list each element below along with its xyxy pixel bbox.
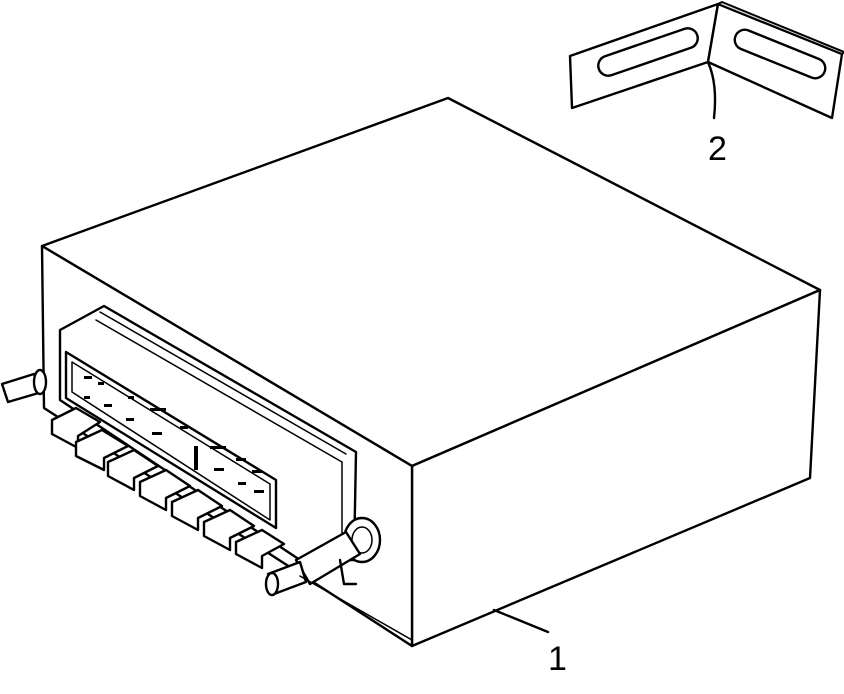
bracket-slot-left: [597, 27, 699, 77]
dial-scale: [84, 376, 264, 493]
callout-2: 2: [706, 60, 727, 168]
callout-1: 1: [492, 608, 567, 678]
callout-label-1: 1: [548, 640, 567, 678]
callout-label-2: 2: [708, 130, 727, 168]
preset-buttons: [50, 406, 286, 570]
leader-line-1: [492, 608, 550, 634]
left-knob: [0, 368, 48, 404]
dial-window: [64, 350, 278, 530]
radio-unit: [0, 96, 822, 648]
mounting-bracket: [568, 1, 844, 120]
right-knob: [264, 516, 382, 597]
leader-line-2: [706, 60, 717, 120]
dial-pointer: [194, 446, 198, 470]
bracket-slot-right: [733, 28, 827, 80]
